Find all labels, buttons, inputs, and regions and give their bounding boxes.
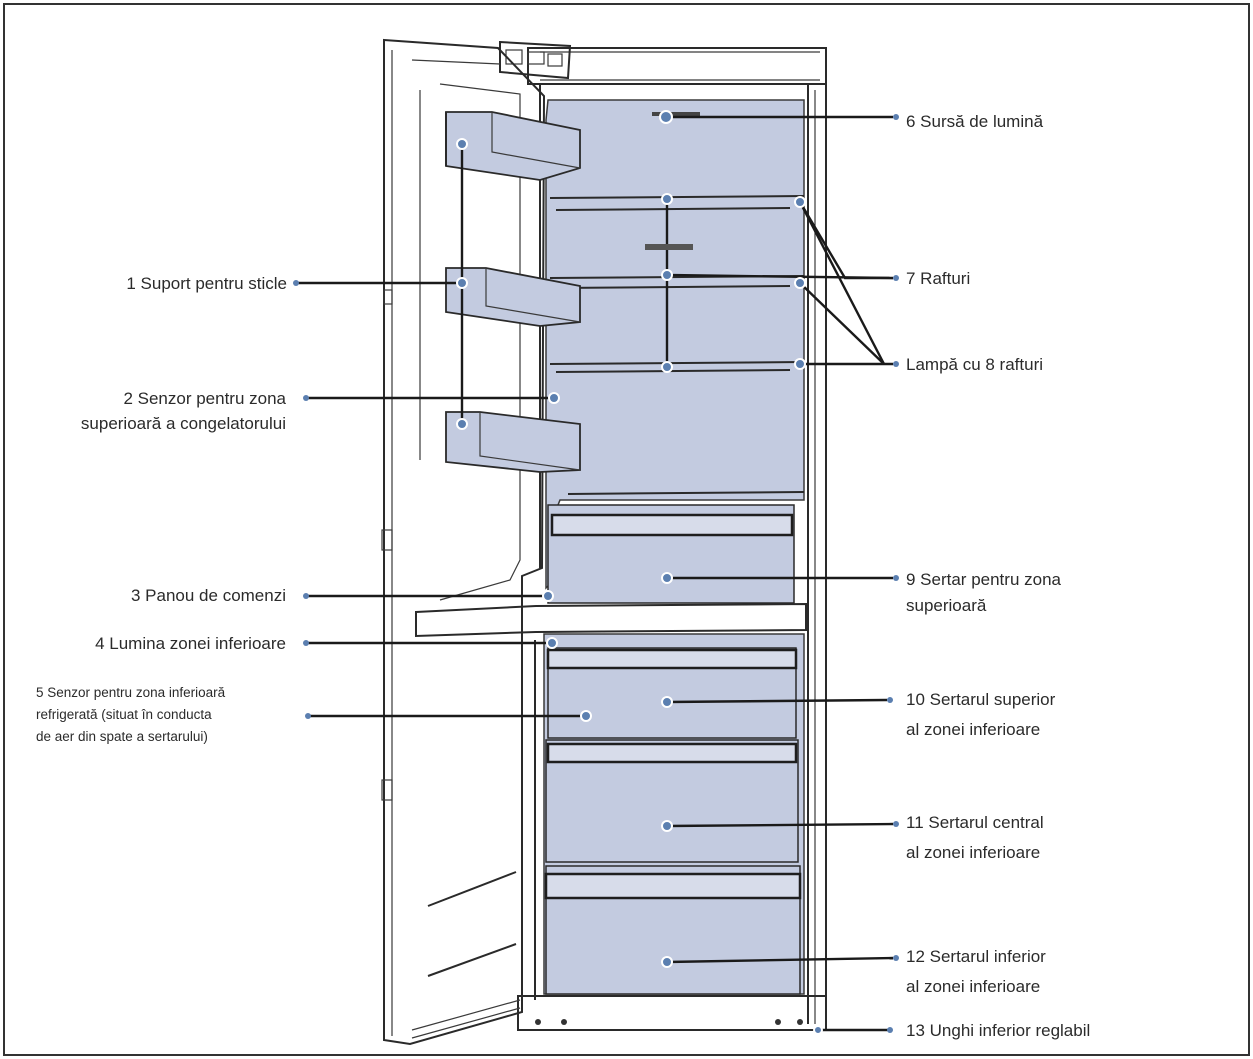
dot-light-source	[659, 110, 673, 124]
label-lower-bottom-drawer: 12 Sertarul inferior	[906, 947, 1046, 966]
leader-lines	[294, 115, 894, 1032]
label-bottle-holder: 1 Suport pentru sticle	[126, 274, 287, 293]
label-lower-light: 4 Lumina zonei inferioare	[95, 634, 286, 653]
dot-lower-sensor	[580, 710, 592, 722]
label-lower-middle-drawer-line2: al zonei inferioare	[906, 843, 1040, 862]
dot-lower-light	[546, 637, 558, 649]
label-lower-sensor: 5 Senzor pentru zona inferioară	[36, 685, 226, 700]
label-lower-sensor-line2: refrigerată (situat în conducta	[36, 707, 212, 722]
label-lower-top-drawer-line2: al zonei inferioare	[906, 720, 1040, 739]
label-lower-sensor-line3: de aer din spate a sertarului)	[36, 729, 208, 744]
label-adjustable-foot: 13 Unghi inferior reglabil	[906, 1021, 1090, 1040]
upper-drawer-handle	[550, 513, 794, 537]
label-freezer-sensor: 2 Senzor pentru zona	[123, 389, 286, 408]
shelves	[549, 112, 805, 495]
label-freezer-sensor-line2: superioară a congelatorului	[81, 414, 286, 433]
label-upper-drawer-line2: superioară	[906, 596, 987, 615]
door-bins	[445, 111, 581, 473]
callout-dots	[293, 110, 899, 1035]
dot-bottle-holder	[456, 138, 468, 150]
label-shelves: 7 Rafturi	[906, 269, 970, 288]
label-upper-drawer: 9 Sertar pentru zona	[906, 570, 1062, 589]
labels-right: 6 Sursă de lumină 7 Rafturi Lampă cu 8 r…	[906, 112, 1090, 1040]
label-lower-bottom-drawer-line2: al zonei inferioare	[906, 977, 1040, 996]
frame-border	[3, 3, 1250, 1056]
label-shelf-lamp: Lampă cu 8 rafturi	[906, 355, 1043, 374]
label-light-source: 6 Sursă de lumină	[906, 112, 1044, 131]
label-lower-middle-drawer: 11 Sertarul central	[906, 813, 1044, 832]
fridge-interior	[415, 99, 827, 1031]
label-control-panel: 3 Panou de comenzi	[131, 586, 286, 605]
label-lower-top-drawer: 10 Sertarul superior	[906, 690, 1056, 709]
dot-freezer-sensor	[548, 392, 560, 404]
dot-control-panel	[542, 590, 554, 602]
labels-left: 1 Suport pentru sticle 2 Senzor pentru z…	[36, 274, 287, 744]
divider-shelf	[415, 602, 807, 638]
